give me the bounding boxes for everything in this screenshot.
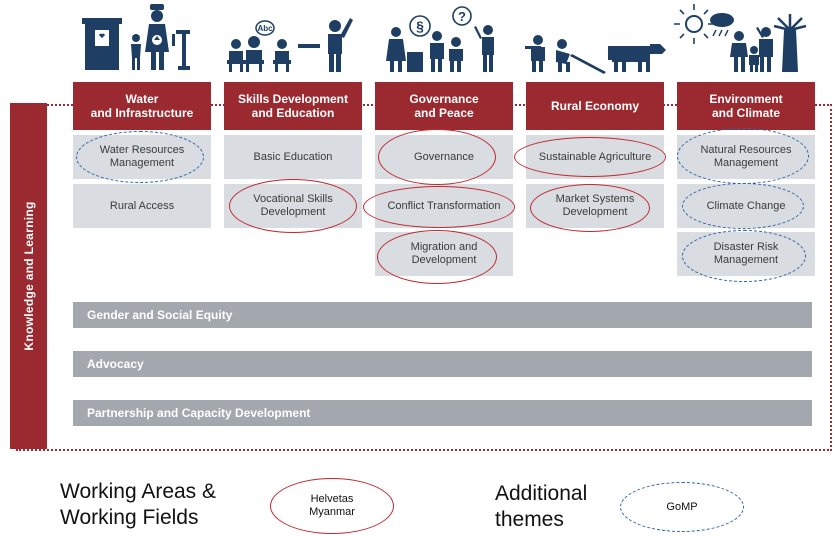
field-basic-education: Basic Education [224, 135, 362, 179]
highlight-red-market [530, 184, 650, 232]
legend-helvetas-label: Helvetas Myanmar [309, 493, 355, 518]
environment-icon [674, 4, 807, 72]
legend-red-ellipse [270, 478, 394, 534]
legend-gomp-label: GoMP [666, 500, 698, 513]
legend-working-areas: Working Areas & Working Fields [60, 480, 217, 529]
header-governance-peace: Governance and Peace [375, 82, 513, 130]
sidebar-knowledge-learning: Knowledge and Learning [10, 103, 47, 449]
highlight-blue-climate [682, 183, 804, 229]
bar-advocacy: Advocacy [73, 351, 812, 377]
header-skills-education: Skills Development and Education [224, 82, 362, 130]
highlight-red-agriculture [514, 137, 666, 177]
latrine-icon [82, 18, 122, 70]
highlight-blue-water [76, 131, 204, 183]
bar-partnership: Partnership and Capacity Development [73, 400, 812, 426]
highlight-red-migration [377, 230, 497, 284]
highlight-blue-natural [677, 128, 809, 184]
legend-additional-themes: Additional themes [495, 482, 588, 531]
farming-icon [525, 35, 666, 74]
bar-gender-equity: Gender and Social Equity [73, 302, 812, 328]
highlight-red-governance [378, 129, 496, 185]
highlight-blue-disaster [682, 230, 806, 282]
sidebar-label: Knowledge and Learning [21, 201, 36, 351]
highlight-red-vocational [229, 179, 357, 233]
header-water-infrastructure: Water and Infrastructure [73, 82, 211, 130]
legend-blue-ellipse [620, 482, 744, 532]
abc-bubble-text: Abc [257, 24, 273, 33]
family-water-icon [131, 4, 190, 70]
field-rural-access: Rural Access [73, 184, 211, 228]
classroom-icon [227, 18, 353, 72]
highlight-red-conflict [363, 186, 515, 228]
section-sign-text: § [416, 18, 424, 34]
voting-icon [386, 6, 494, 72]
question-mark-text: ? [458, 9, 466, 24]
pictogram-row: Abc § ? [82, 4, 807, 74]
header-rural-economy: Rural Economy [526, 82, 664, 130]
header-environment-climate: Environment and Climate [677, 82, 815, 130]
